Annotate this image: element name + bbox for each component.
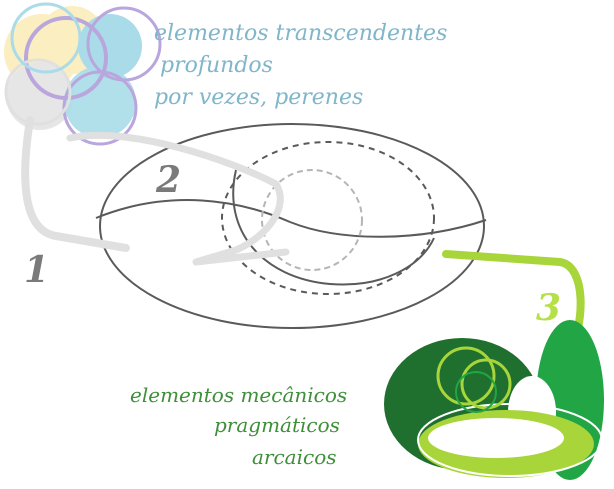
lime-ring-outline — [417, 403, 603, 477]
top-text-block: elementos transcendentes profundos por v… — [154, 21, 447, 110]
lime-circle-right — [460, 358, 512, 410]
top-text-line-1: elementos transcendentes — [154, 21, 447, 46]
inner-dashed-circle — [261, 169, 363, 271]
bottom-text-block: elementos mecânicos pragmáticos arcaicos — [130, 383, 347, 469]
inner-solid-arc — [232, 169, 435, 286]
path-one — [21, 116, 130, 252]
top-text-line-3: por vezes, perenes — [154, 85, 363, 110]
top-circles-cluster — [4, 2, 162, 146]
bottom-text-line-1: elementos mecânicos — [130, 383, 347, 407]
central-diagram — [95, 123, 487, 329]
dashed-ellipse — [221, 141, 435, 295]
circle-blue-bottom — [64, 66, 136, 138]
path-two — [66, 132, 290, 266]
circle-outline-5 — [10, 2, 82, 74]
circle-gray-left — [6, 62, 74, 130]
lime-circle-left — [436, 346, 496, 406]
bottom-text-line-2: pragmáticos — [214, 413, 340, 437]
outer-ellipse — [99, 123, 485, 329]
number-three: 3 — [536, 287, 561, 329]
green-cluster — [384, 320, 604, 480]
white-inner-base — [428, 418, 564, 458]
number-two: 2 — [155, 159, 181, 201]
green-circle-mid — [455, 371, 497, 413]
circle-outline-3 — [62, 70, 138, 146]
bottom-text-line-3: arcaicos — [252, 445, 337, 469]
circle-outline-4 — [4, 58, 72, 126]
top-text-line-2: profundos — [160, 53, 273, 78]
number-one: 1 — [24, 249, 49, 291]
horizontal-wave — [95, 199, 487, 238]
